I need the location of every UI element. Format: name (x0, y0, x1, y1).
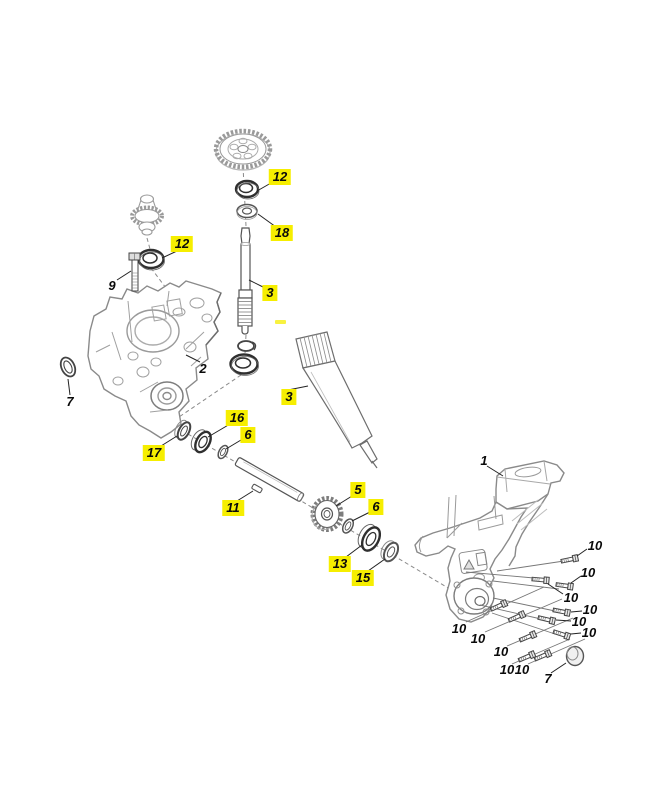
part-label-10: 10 (514, 662, 530, 677)
spur-gear (310, 496, 344, 532)
countershaft (234, 457, 305, 502)
gear-shaft (237, 227, 253, 335)
part-label-3: 3 (281, 389, 297, 405)
part-label-12: 12 (170, 236, 194, 252)
part-label-16: 16 (225, 410, 249, 426)
pin (251, 483, 263, 494)
screw-icon (489, 598, 509, 612)
screw-icon (507, 609, 527, 623)
leader-lines (67, 182, 588, 674)
ball-bearing-upper (234, 179, 260, 200)
ball-bearing-lower (229, 353, 259, 376)
part-label-6: 6 (240, 427, 256, 443)
part-label-10: 10 (587, 538, 603, 553)
part-label-10: 10 (451, 621, 467, 636)
part-label-17: 17 (142, 445, 166, 461)
part-label-7: 7 (544, 671, 552, 686)
sealing-ring-15 (380, 540, 400, 563)
part-label-11: 11 (222, 500, 244, 516)
screw-icon (560, 554, 580, 564)
ball-bearing-13 (357, 523, 382, 552)
bevel-pinion (130, 194, 164, 236)
plug-cap (565, 645, 585, 667)
lock-washer (237, 340, 257, 352)
part-label-10: 10 (571, 614, 587, 629)
part-label-1: 1 (480, 453, 488, 468)
part-label-10: 10 (470, 631, 486, 646)
screw-icon (533, 649, 553, 662)
ring-6a (217, 444, 229, 460)
sealing-ring-left (59, 356, 77, 378)
stray-highlight-mark (275, 320, 286, 324)
washer (236, 203, 258, 220)
screws (489, 554, 580, 663)
screw-icon (552, 607, 572, 617)
screw-icon (517, 650, 537, 663)
part-label-7: 7 (66, 394, 74, 409)
ring-6b (341, 518, 355, 534)
part-label-13: 13 (328, 556, 352, 572)
screw-icon (531, 576, 550, 585)
crown-gear (213, 128, 273, 171)
screw-icon (552, 629, 572, 641)
part-label-10: 10 (582, 602, 598, 617)
screw-icon (518, 630, 538, 643)
part-label-9: 9 (108, 278, 116, 293)
gearbox-housing-right (414, 460, 565, 623)
part-label-6: 6 (368, 499, 384, 515)
part-label-10: 10 (563, 590, 579, 605)
part-label-10: 10 (499, 662, 515, 677)
part-label-15: 15 (351, 570, 375, 586)
gearbox-housing-left (87, 280, 222, 439)
part-label-5: 5 (350, 482, 366, 498)
part-label-10: 10 (580, 565, 596, 580)
part-label-3: 3 (262, 285, 278, 301)
screw-icon (555, 582, 574, 591)
bolt (128, 252, 141, 292)
part-label-18: 18 (270, 225, 294, 241)
sealing-ring-17 (174, 419, 192, 441)
grease-tube (295, 331, 378, 469)
ball-bearing-16 (190, 429, 212, 454)
part-label-2: 2 (199, 361, 207, 376)
part-label-12: 12 (268, 169, 292, 185)
screw-icon (537, 615, 557, 626)
part-label-10: 10 (581, 625, 597, 640)
part-label-10: 10 (493, 644, 509, 659)
